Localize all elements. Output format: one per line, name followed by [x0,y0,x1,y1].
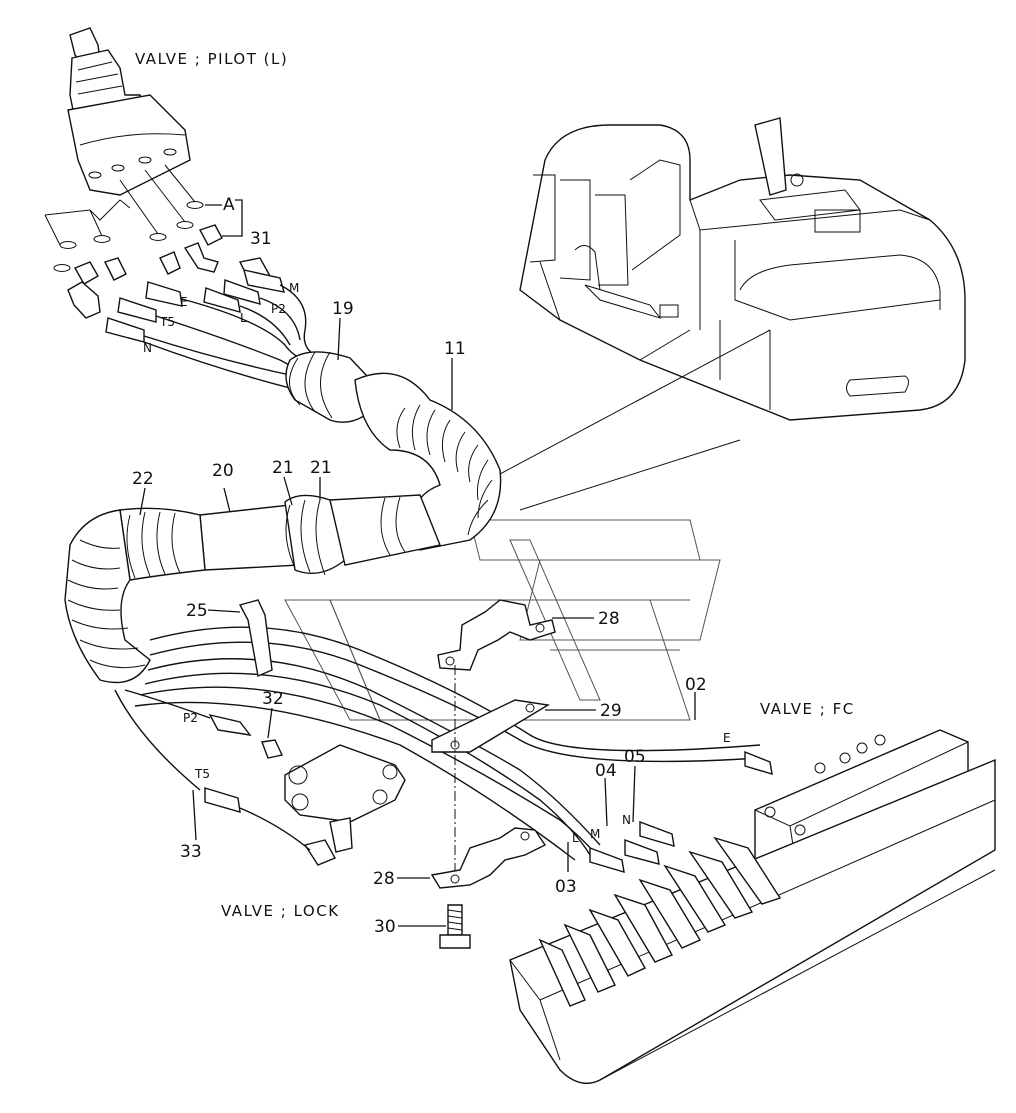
callout-11: 11 [444,339,466,359]
fitting-32 [208,713,284,759]
leader-25 [207,609,241,613]
lower-hose-bundle [64,494,441,684]
lock-valve [284,744,406,866]
callout-21b: 21 [310,458,332,478]
port-label-E: E [180,295,188,309]
pilot-valve-title: VALVE ; PILOT (L) [135,50,288,68]
leader-05 [632,765,636,823]
callout-31: 31 [250,229,272,249]
port-label-lower-N: N [622,813,631,827]
callout-20: 20 [212,461,234,481]
callout-32: 32 [262,689,284,709]
plate-29 [431,699,551,753]
control-valve-bank [509,758,996,1084]
upper-hose-ends [105,269,285,343]
fc-valve-title: VALVE ; FC [760,700,855,718]
port-label-M: M [289,281,299,295]
port-label-lower-L: L [572,831,579,845]
port-label-lower-T5: T5 [194,767,210,781]
callout-21a: 21 [272,458,294,478]
pilot-valve [67,27,191,196]
leader-32 [267,707,273,739]
overview-leader [519,439,741,511]
leader-21a [283,476,293,506]
port-label-lower-P2: P2 [183,711,198,725]
port-label-T5: T5 [159,315,175,329]
leader-19 [337,317,341,361]
clamp-28-lower [430,827,547,889]
leader-04 [604,777,608,827]
port-label-P2: P2 [271,302,286,316]
callout-02: 02 [685,675,707,695]
fc-hose-fittings [589,750,773,873]
leader-33 [192,789,197,841]
callout-04: 04 [595,761,617,781]
port-label-lower-M: M [590,827,600,841]
bracket-31 [205,199,243,237]
port-label-lower-E: E [723,731,731,745]
callout-33: 33 [180,842,202,862]
clamp-28-upper [437,599,556,671]
bolt-30 [439,904,471,949]
port-label-N: N [143,341,152,355]
leader-22 [139,487,146,516]
lock-valve-title: VALVE ; LOCK [221,902,340,920]
corrugated-tube-11 [354,372,502,551]
port-label-L: L [240,311,247,325]
callout-28a: 28 [598,609,620,629]
callout-25: 25 [186,601,208,621]
overview-leader [469,329,771,491]
leader-20 [223,487,231,513]
fitting-33 [204,787,311,851]
callout-29: 29 [600,701,622,721]
o-rings [44,164,204,272]
adapter-fittings [67,224,272,319]
callout-A: A [223,195,235,215]
callout-19: 19 [332,299,354,319]
callout-28b: 28 [373,869,395,889]
callout-30: 30 [374,917,396,937]
callout-05: 05 [624,747,646,767]
watermark-logo [284,519,721,721]
excavator-overview [519,117,966,421]
callout-22: 22 [132,469,154,489]
clamp-25 [238,599,273,677]
callout-03: 03 [555,877,577,897]
